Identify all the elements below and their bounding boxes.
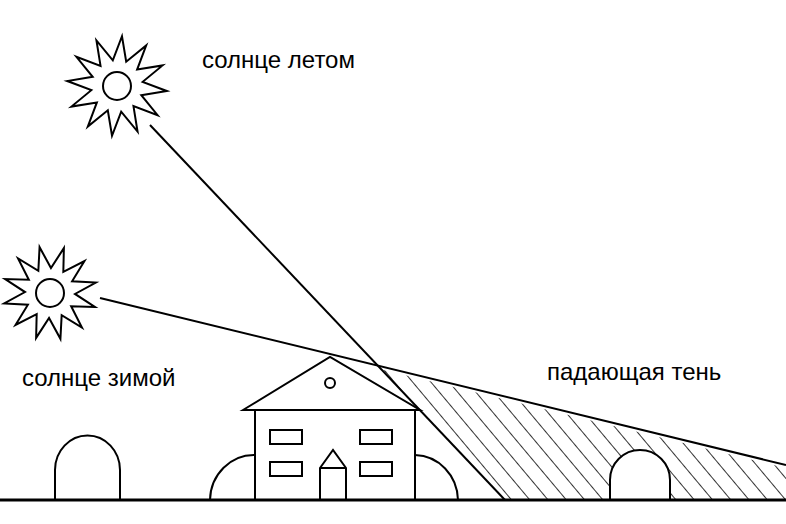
summer-ray bbox=[150, 125, 505, 500]
sun-disc bbox=[103, 72, 131, 100]
winter-sun-label: солнце зимой bbox=[22, 363, 176, 393]
summer-sun-label: солнце летом bbox=[202, 45, 355, 75]
shadow-label: падающая тень bbox=[547, 357, 721, 387]
bush bbox=[210, 455, 255, 500]
winter-ray bbox=[100, 298, 786, 465]
bush bbox=[415, 455, 458, 500]
bush bbox=[55, 435, 120, 500]
sun-disc bbox=[36, 279, 64, 307]
house bbox=[243, 357, 420, 500]
sun-winter bbox=[4, 247, 96, 339]
bush bbox=[610, 450, 670, 500]
ground-line bbox=[0, 499, 786, 502]
sun-summer bbox=[67, 36, 167, 136]
sun-rays bbox=[4, 247, 96, 339]
sun-rays bbox=[67, 36, 167, 136]
